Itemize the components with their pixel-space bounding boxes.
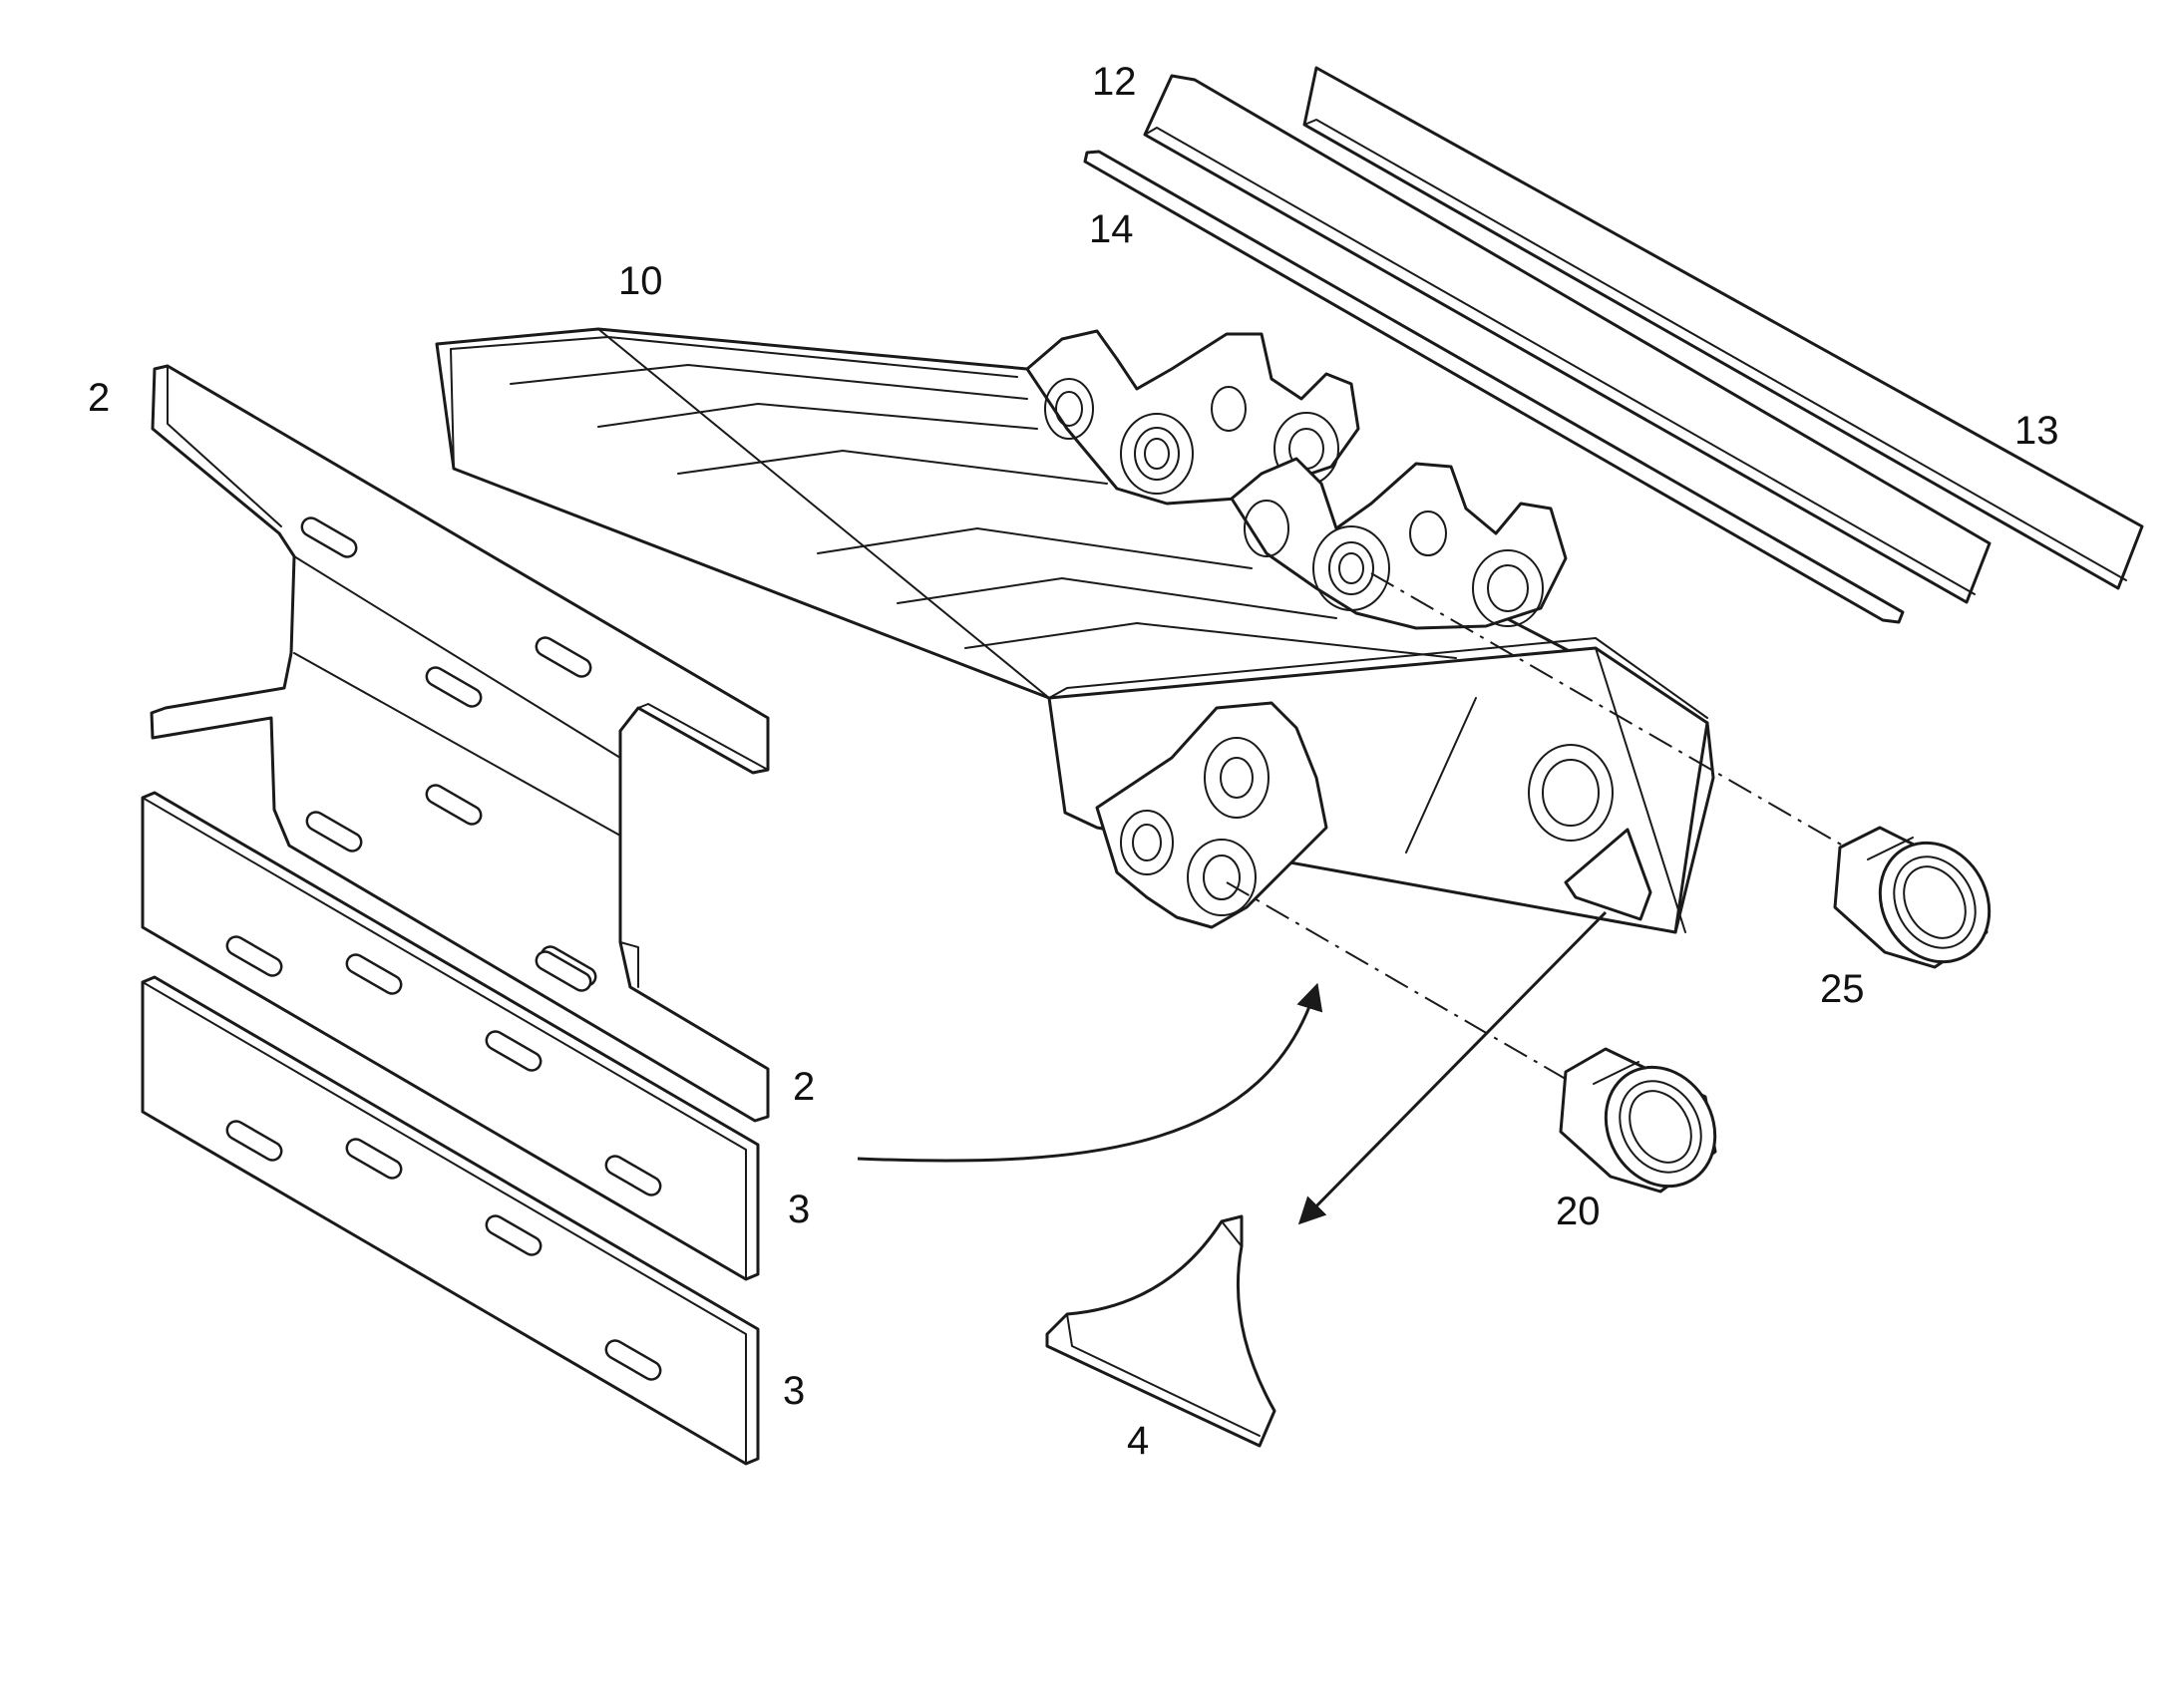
upper-plate-part-12 — [1143, 74, 1992, 604]
label-2-upper: 2 — [88, 376, 110, 420]
label-3-upper: 3 — [788, 1188, 810, 1231]
wedge-part-4 — [1045, 1214, 1276, 1448]
assembly-arrow-curved — [857, 982, 1323, 1163]
label-4: 4 — [1127, 1419, 1149, 1463]
center-line-lower — [1226, 881, 1572, 1083]
label-3-lower: 3 — [783, 1369, 805, 1413]
thin-strip-part-14 — [1083, 150, 1905, 624]
lower-plate-part-3-b — [141, 975, 760, 1466]
label-13: 13 — [2014, 409, 2059, 453]
label-12: 12 — [1092, 60, 1137, 104]
assembly-arrow-straight — [1297, 910, 1608, 1225]
label-25: 25 — [1820, 967, 1865, 1011]
bushing-part-25 — [1833, 826, 1992, 969]
bushing-part-20 — [1559, 1047, 1717, 1194]
label-10: 10 — [618, 259, 663, 303]
label-2-lower: 2 — [793, 1065, 815, 1109]
lower-plate-part-3-a — [141, 791, 760, 1281]
label-20: 20 — [1556, 1190, 1601, 1233]
main-frame-part-10 — [435, 327, 1715, 934]
center-line-upper — [1370, 572, 1856, 854]
top-bar-part-13 — [1302, 66, 2144, 590]
label-14: 14 — [1089, 207, 1134, 251]
